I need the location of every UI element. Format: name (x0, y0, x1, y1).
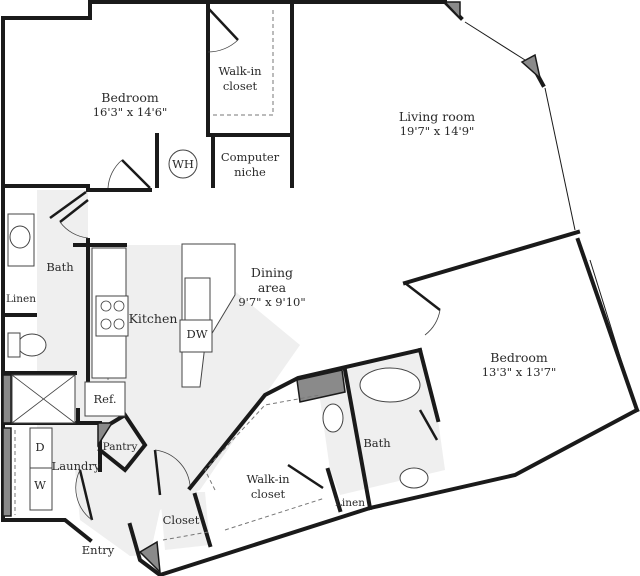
room-dimensions: 19'7" x 14'9" (399, 124, 475, 138)
room-dimensions: 16'3" x 14'6" (92, 105, 168, 119)
bath-1-fixtures (7, 213, 76, 424)
sink-icon (9, 225, 31, 249)
room-label-entry: Entry (81, 543, 115, 557)
bathtub-icon (359, 367, 421, 403)
room-label-linen-1: Linen (5, 293, 37, 305)
appliance-label-dishwasher: DW (186, 327, 208, 341)
water-heater-icon (168, 149, 198, 179)
washer-icon (29, 467, 53, 511)
room-name-line1: Dining (250, 265, 294, 280)
room-label-water-heater: WH (172, 157, 194, 171)
room-label-walk-in-closet-2: Walk-in closet (246, 472, 289, 502)
room-label-bath-1: Bath (46, 260, 74, 274)
room-label-bedroom-1: Bedroom 16'3" x 14'6" (93, 90, 168, 120)
room-name: Bedroom (490, 350, 548, 365)
sink-icon (399, 467, 429, 489)
refrigerator-icon (84, 381, 126, 417)
room-label-linen-2: Linen (334, 497, 366, 509)
room-label-living-room: Living room 19'7" x 14'9" (399, 109, 475, 139)
room-name: Bedroom (101, 90, 159, 105)
room-label-dining-area: Dining area 9'7" x 9'10" (238, 265, 305, 310)
room-label-computer-niche: Computer niche (221, 150, 279, 180)
room-name-line2: niche (234, 165, 266, 179)
room-label-walk-in-closet-1: Walk-in closet (218, 64, 261, 94)
room-label-bath-2: Bath (363, 436, 391, 450)
room-name-line2: area (257, 280, 287, 295)
appliance-label-washer: W (34, 478, 46, 492)
appliance-label-refrigerator: Ref. (93, 392, 117, 406)
bath-2-fixtures (322, 367, 429, 489)
room-name-line1: Walk-in (218, 64, 262, 78)
room-dimensions: 9'7" x 9'10" (238, 295, 306, 309)
room-label-pantry: Pantry (102, 441, 138, 453)
sink-icon (184, 277, 211, 325)
room-label-bedroom-2: Bedroom 13'3" x 13'7" (482, 350, 557, 380)
toilet-icon (322, 403, 344, 433)
stove-icon (95, 295, 129, 337)
dishwasher-icon (179, 319, 213, 353)
room-label-laundry: Laundry (51, 459, 101, 473)
columns (2, 1, 542, 575)
room-name: Living room (398, 109, 476, 124)
appliance-label-dryer: D (35, 440, 45, 454)
room-label-kitchen: Kitchen (128, 311, 178, 326)
room-dimensions: 13'3" x 13'7" (481, 365, 557, 379)
kitchen-counters (84, 243, 236, 417)
doors (49, 7, 441, 521)
room-name-line1: Walk-in (246, 472, 290, 486)
room-name-line2: closet (250, 487, 286, 501)
room-name-line2: closet (222, 79, 258, 93)
room-label-closet: Closet (162, 513, 200, 527)
windows (110, 1, 633, 396)
room-name-line1: Computer (220, 150, 280, 164)
toilet-icon (17, 333, 47, 357)
laundry-machines (29, 427, 53, 511)
